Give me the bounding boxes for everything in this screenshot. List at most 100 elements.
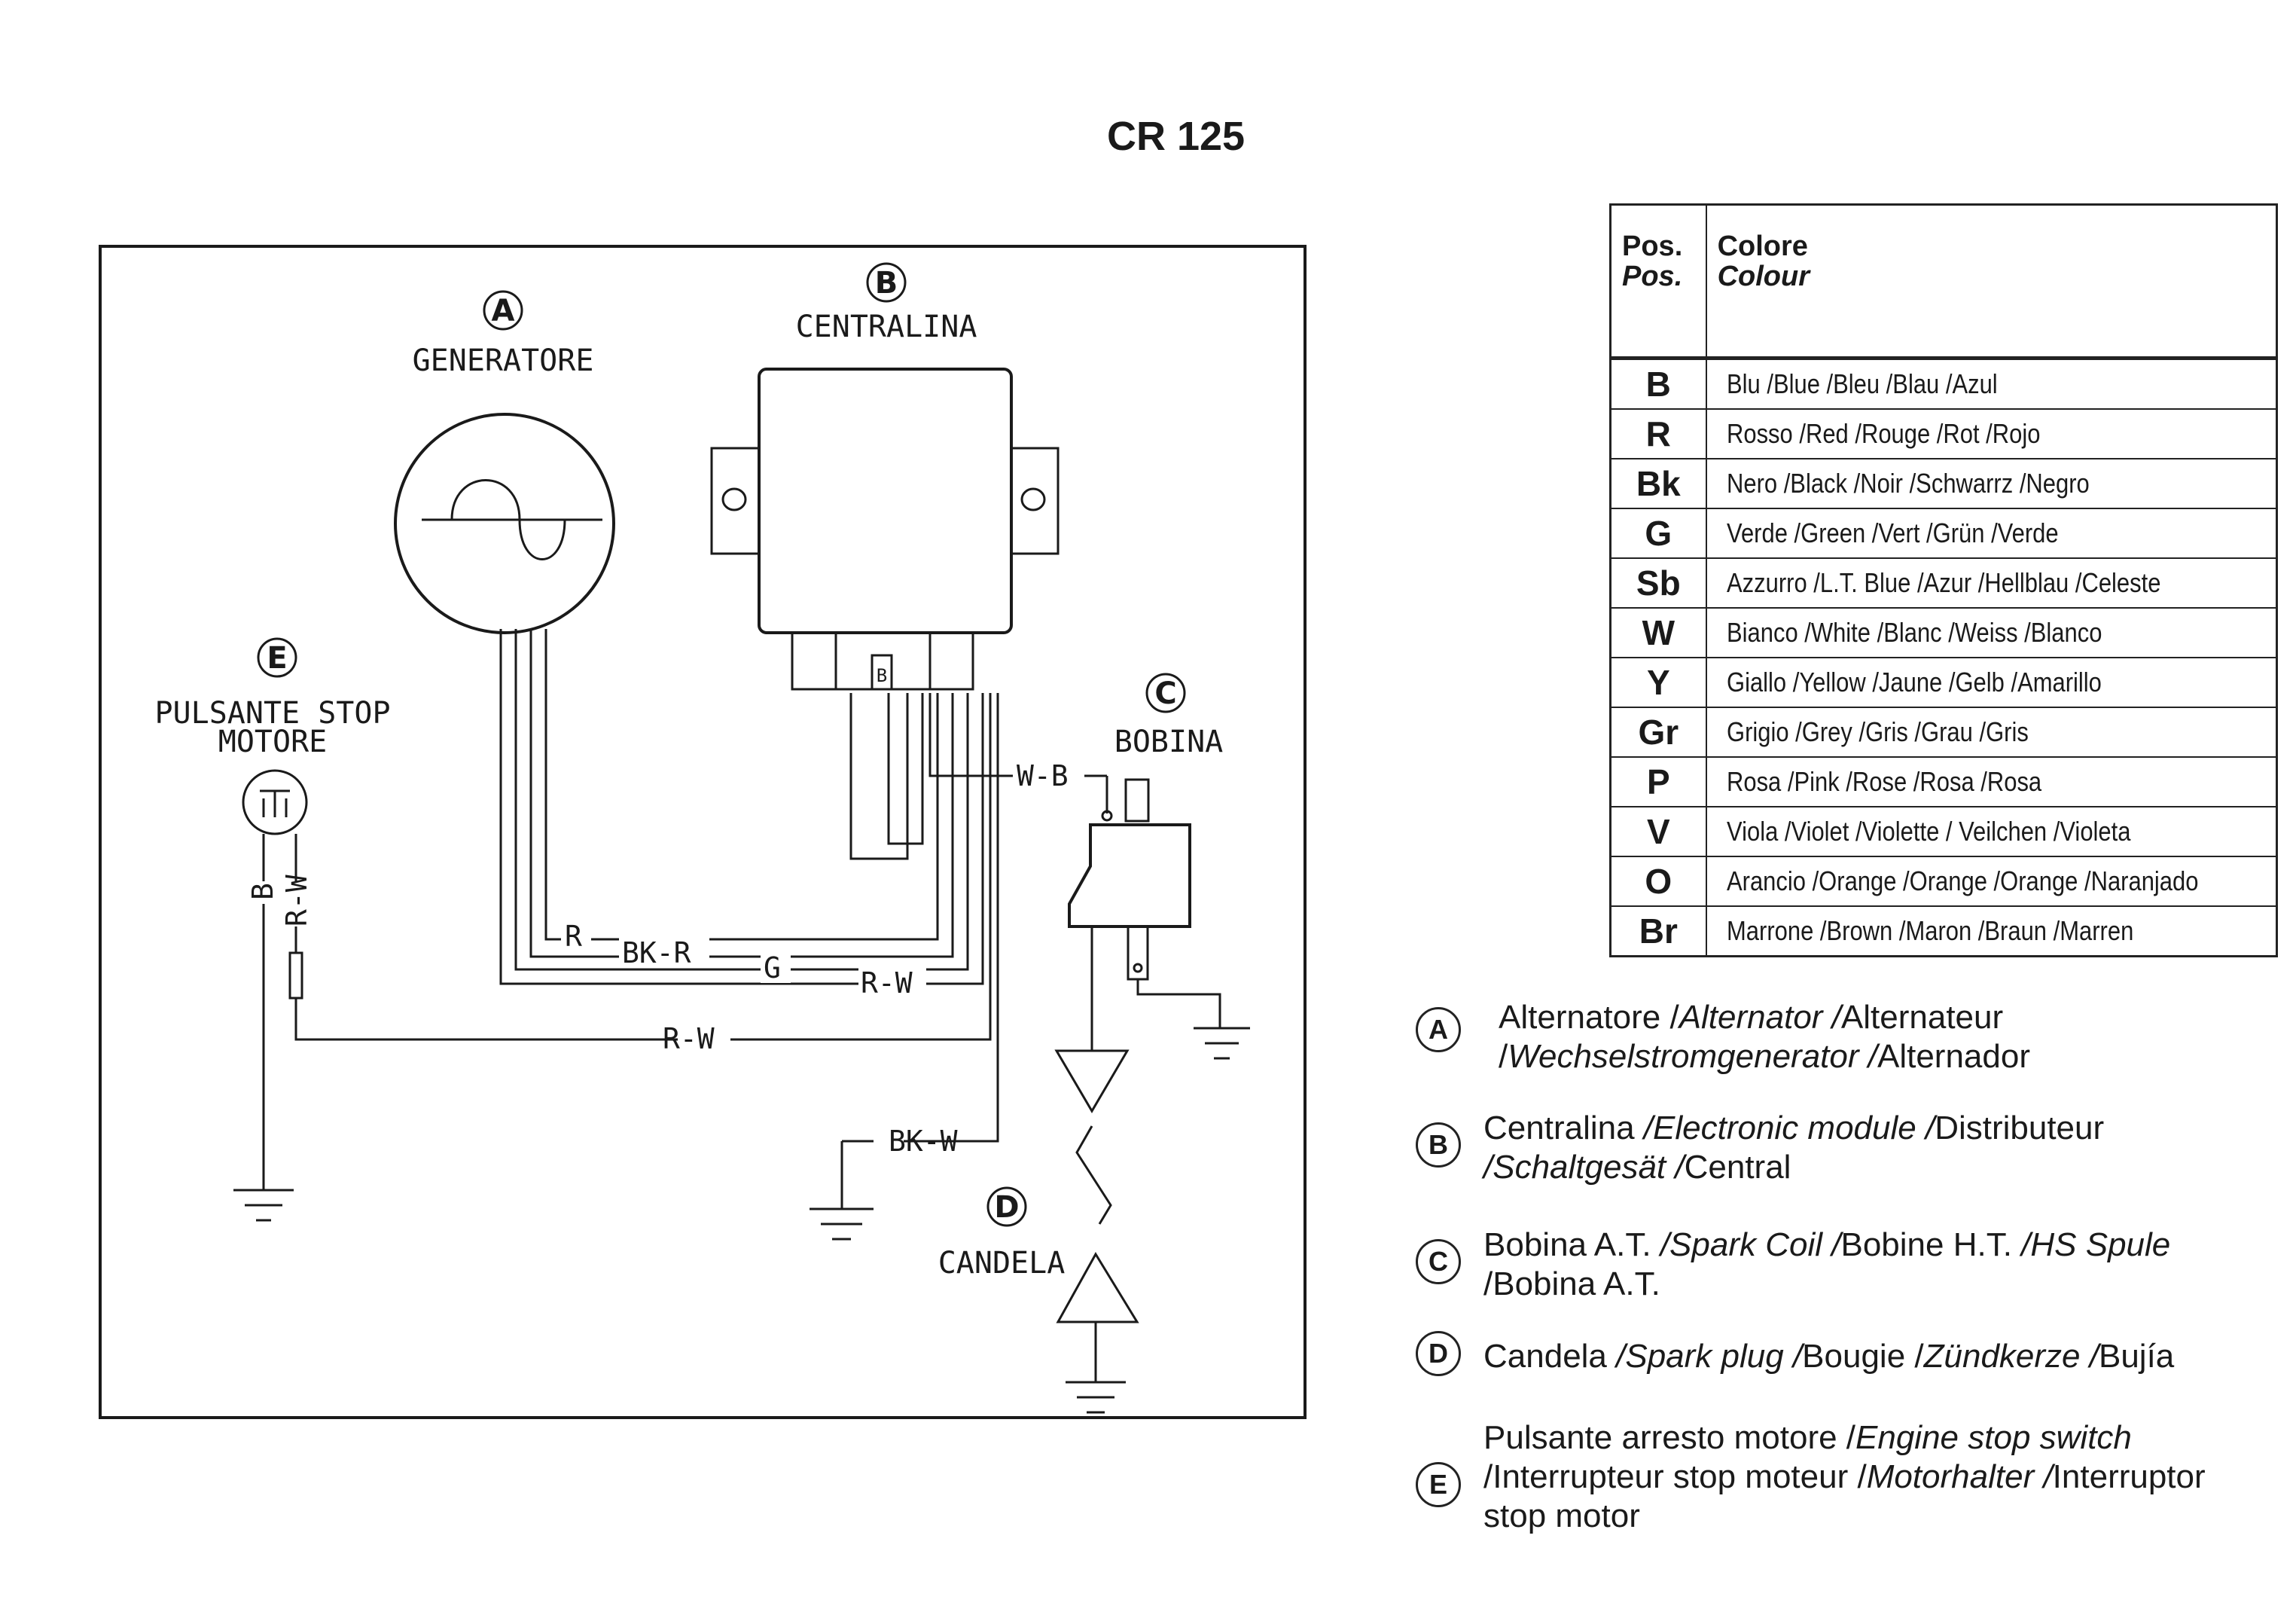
color-names: Blu /Blue /Bleu /Blau /Azul xyxy=(1726,368,1998,399)
color-names: Rosa /Pink /Rose /Rosa /Rosa xyxy=(1726,766,2041,797)
color-names: Azzurro /L.T. Blue /Azur /Hellblau /Cele… xyxy=(1726,567,2161,598)
legend-e-text: Interruptor xyxy=(2052,1458,2206,1495)
color-code: V xyxy=(1609,806,1707,857)
legend-a-text: Alternator / xyxy=(1679,999,1841,1036)
color-names: Verde /Green /Vert /Grün /Verde xyxy=(1726,517,2059,548)
legend-e-text: Pulsante arresto motore / xyxy=(1483,1419,1856,1456)
generator-label: GENERATORE xyxy=(413,343,594,378)
wire-rw-switch xyxy=(730,693,992,1041)
color-names: Nero /Black /Noir /Schwarrz /Negro xyxy=(1726,468,2090,499)
switch-resistor xyxy=(288,951,303,1000)
color-code: Bk xyxy=(1609,458,1707,509)
color-names: Rosso /Red /Rouge /Rot /Rojo xyxy=(1726,418,2041,449)
stop-switch-label-2: MOTORE xyxy=(218,725,328,759)
header-colour: Colore Colour xyxy=(1705,203,2278,360)
table-row: P Rosa /Pink /Rose /Rosa /Rosa xyxy=(1609,756,2278,807)
legend-e-text: Engine stop switch xyxy=(1855,1419,2132,1456)
legend-c-text: /Spark Coil / xyxy=(1660,1226,1841,1263)
table-row: Br Marrone /Brown /Maron /Braun /Marren xyxy=(1609,905,2278,957)
wire-bkw xyxy=(904,693,999,1143)
component-letter-d: D xyxy=(994,1190,1019,1225)
bobina-label: BOBINA xyxy=(1114,725,1224,759)
color-code: W xyxy=(1609,607,1707,658)
wire-label-wb: W-B xyxy=(1017,759,1069,792)
legend-d-text: Bujía xyxy=(2098,1338,2175,1375)
wire-wb xyxy=(928,693,1013,777)
legend-a-text: / xyxy=(1499,1038,1508,1075)
wire-rw-gen xyxy=(499,629,984,985)
legend-a-text: Alternateur xyxy=(1840,999,2004,1036)
legend-c-text: /HS Spule xyxy=(2021,1226,2171,1263)
legend-letter-d: D xyxy=(1416,1331,1461,1376)
wire-r xyxy=(544,629,939,941)
table-row: V Viola /Violet /Violette / Veilchen /Vio… xyxy=(1609,806,2278,857)
wire-label-rw-switch: R-W xyxy=(663,1022,715,1055)
legend-c-text: Bobina A.T. xyxy=(1483,1226,1660,1263)
header-colour-en: Colour xyxy=(1717,261,1810,292)
color-code: R xyxy=(1609,408,1707,459)
legend-d-text: /Spark plug / xyxy=(1616,1338,1803,1375)
wire-label-bkw: BK-W xyxy=(889,1125,958,1158)
legend-e-text: stop motor xyxy=(1483,1497,1640,1534)
coil-body xyxy=(1068,823,1191,928)
centralina-connector-mark: B xyxy=(877,665,887,686)
spark-gap-bottom xyxy=(1056,1252,1139,1323)
page-title: CR 125 xyxy=(1107,114,1246,159)
centralina-mount-right xyxy=(1011,447,1060,555)
wiring-diagram: A B C D E GENERATORE CENTRALINA B BOBINA… xyxy=(99,245,1307,1419)
wire-label-r: R xyxy=(565,920,582,953)
wire-label-switch-rw: R-W xyxy=(280,875,313,926)
legend-letter-c: C xyxy=(1416,1239,1461,1284)
header-pos-en: Pos. xyxy=(1622,261,1683,292)
wire-bkr xyxy=(529,629,954,958)
header-pos: Pos. Pos. xyxy=(1609,203,1707,360)
diagram-frame xyxy=(99,245,1307,1419)
legend-d-text: Bougie / xyxy=(1802,1338,1924,1375)
header-pos-it: Pos. xyxy=(1622,230,1683,262)
color-names: Viola /Violet /Violette / Veilchen /Viol… xyxy=(1726,816,2131,847)
stop-switch-symbol xyxy=(242,769,308,835)
legend-b-text: Central xyxy=(1684,1149,1791,1186)
coil-terminal-top xyxy=(1124,778,1150,823)
legend-letter-b: B xyxy=(1416,1122,1461,1168)
component-letter-c: C xyxy=(1154,676,1176,711)
table-row: R Rosso /Red /Rouge /Rot /Rojo xyxy=(1609,408,2278,459)
color-code: O xyxy=(1609,856,1707,907)
generator-wave xyxy=(450,479,566,560)
color-code: P xyxy=(1609,756,1707,807)
spark-gap-top xyxy=(1054,1049,1130,1113)
centralina-label: CENTRALINA xyxy=(796,310,977,344)
legend-b-text: Centralina xyxy=(1483,1110,1644,1146)
component-letter-a: A xyxy=(492,294,515,328)
table-row: B Blu /Blue /Bleu /Blau /Azul xyxy=(1609,357,2278,410)
wire-label-bkr: BK-R xyxy=(622,936,691,969)
legend-letter-e: E xyxy=(1416,1462,1461,1507)
color-code: B xyxy=(1609,357,1707,410)
color-code: G xyxy=(1609,508,1707,559)
header-colour-it: Colore xyxy=(1717,230,1808,262)
legend-c-text: /Bobina A.T. xyxy=(1483,1265,1660,1302)
legend-letter-a: A xyxy=(1416,1007,1461,1052)
legend-b-text: /Electronic module / xyxy=(1643,1110,1935,1146)
color-names: Marrone /Brown /Maron /Braun /Marren xyxy=(1726,915,2133,946)
component-letter-e: E xyxy=(267,641,287,676)
color-code: Gr xyxy=(1609,707,1707,758)
color-names: Grigio /Grey /Gris /Grau /Gris xyxy=(1726,716,2029,747)
legend-b-text: /Schaltgesät / xyxy=(1483,1149,1685,1186)
component-letter-b: B xyxy=(875,266,898,301)
legend-c-text: Bobine H.T. xyxy=(1840,1226,2022,1263)
color-code-table: Pos. Pos. Colore Colour B Blu /Blue /Bleu… xyxy=(1609,203,2278,957)
table-row: Bk Nero /Black /Noir /Schwarrz /Negro xyxy=(1609,458,2278,509)
legend-e-text: Motorhalter / xyxy=(1866,1458,2053,1495)
color-code: Br xyxy=(1609,905,1707,957)
color-names: Giallo /Yellow /Jaune /Gelb /Amarillo xyxy=(1726,667,2102,698)
legend-b-text: Distributeur xyxy=(1935,1110,2105,1146)
legend-d-text: Candela xyxy=(1483,1338,1617,1375)
candela-label: CANDELA xyxy=(938,1246,1066,1281)
wire-g xyxy=(514,629,969,971)
stop-switch-label-1: PULSANTE STOP xyxy=(154,696,390,731)
